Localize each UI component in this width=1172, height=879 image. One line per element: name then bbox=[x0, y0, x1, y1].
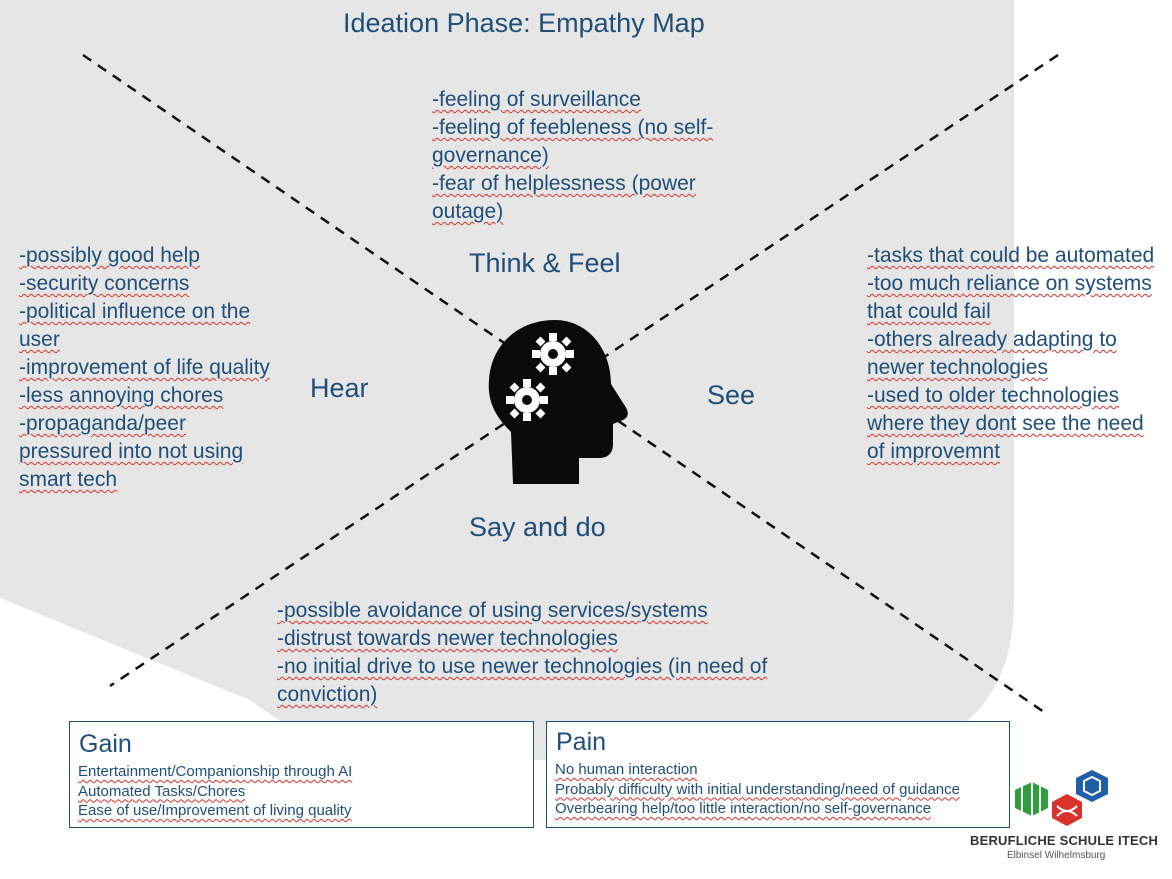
list-item: -improvement of life quality bbox=[19, 356, 270, 379]
logo-name: BERUFLICHE SCHULE ITECH bbox=[970, 833, 1159, 848]
list-item: Probably difficulty with initial underst… bbox=[555, 780, 960, 798]
say-do-list: -possible avoidance of using services/sy… bbox=[277, 597, 837, 709]
list-item: -tasks that could be automated bbox=[867, 244, 1155, 267]
list-item: -possible avoidance of using services/sy… bbox=[277, 599, 708, 622]
school-logo-icon bbox=[1015, 770, 1108, 826]
pain-title: Pain bbox=[556, 728, 607, 756]
list-item: -no initial drive to use newer technolog… bbox=[277, 655, 768, 706]
list-item: No human interaction bbox=[555, 761, 698, 778]
diagonal-line-2 bbox=[109, 53, 1059, 688]
list-item: -feeling of feebleness (no self-governan… bbox=[432, 116, 714, 167]
list-item: Entertainment/Companionship through AI bbox=[78, 763, 353, 780]
gain-title: Gain bbox=[79, 730, 132, 758]
think-feel-list: -feeling of surveillance -feeling of fee… bbox=[432, 86, 752, 226]
gain-list: Entertainment/Companionship through AI A… bbox=[78, 762, 533, 821]
list-item: -less annoying chores bbox=[19, 384, 224, 407]
list-item: Overbearing help/too little interaction/… bbox=[555, 800, 932, 817]
pain-list: No human interaction Probably difficulty… bbox=[555, 760, 1009, 819]
head-with-gears-icon bbox=[488, 320, 628, 484]
list-item: -distrust towards newer technologies bbox=[277, 627, 618, 650]
logo-subtitle: Elbinsel Wilhelmsburg bbox=[1007, 850, 1106, 861]
think-feel-label: Think & Feel bbox=[469, 248, 621, 278]
say-do-label: Say and do bbox=[469, 512, 606, 542]
list-item: Ease of use/Improvement of living qualit… bbox=[78, 802, 352, 819]
list-item: -propaganda/peer pressured into not usin… bbox=[19, 412, 244, 491]
page-title: Ideation Phase: Empathy Map bbox=[343, 8, 705, 39]
list-item: -others already adapting to newer techno… bbox=[867, 328, 1117, 379]
title-text: Ideation Phase: Empathy Map bbox=[343, 8, 705, 38]
list-item: -security concerns bbox=[19, 272, 190, 295]
hear-label: Hear bbox=[310, 373, 369, 403]
list-item: Automated Tasks/Chores bbox=[78, 782, 246, 800]
see-label: See bbox=[707, 380, 756, 410]
gain-box: Gain Entertainment/Companionship through… bbox=[69, 721, 534, 828]
list-item: -political influence on the user bbox=[19, 300, 251, 351]
hear-list: -possibly good help -security concerns -… bbox=[19, 242, 284, 494]
list-item: -fear of helplessness (power outage) bbox=[432, 172, 696, 223]
list-item: -used to older technologies where they d… bbox=[867, 384, 1144, 463]
list-item: -feeling of surveillance bbox=[432, 88, 641, 111]
list-item: -too much reliance on systems that could… bbox=[867, 272, 1152, 323]
list-item: -possibly good help bbox=[19, 244, 200, 267]
see-list: -tasks that could be automated -too much… bbox=[867, 242, 1157, 466]
pain-box: Pain No human interaction Probably diffi… bbox=[546, 721, 1010, 828]
